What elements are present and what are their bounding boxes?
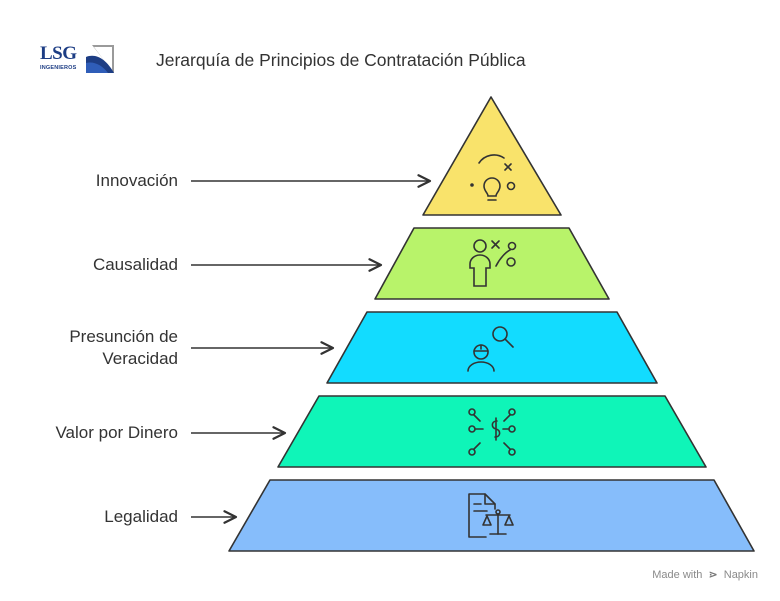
footer-credit: Made with ⋗ Napkin — [652, 568, 758, 581]
label-innovacion: Innovación — [95, 171, 178, 190]
footer-brand: Napkin — [723, 569, 758, 581]
inspector-search-icon — [467, 326, 514, 372]
logo-text: LSG — [40, 43, 77, 64]
footer-made-with: Made with — [652, 569, 703, 581]
logo-subtext: INGENIEROS — [40, 65, 77, 71]
label-valor: Valor por Dinero — [55, 423, 178, 442]
legal-document-scale-icon — [468, 493, 514, 538]
pyramid-level-valor — [277, 395, 707, 468]
pyramid-level-causalidad — [374, 227, 610, 300]
page-title: Jerarquía de Principios de Contratación … — [156, 50, 526, 70]
napkin-logo-icon: ⋗ — [708, 569, 718, 581]
label-presuncion: Presunción de Veracidad — [69, 326, 178, 370]
label-presuncion-line2: Veracidad — [102, 349, 178, 368]
logo-emblem-icon — [86, 45, 114, 73]
strategy-person-icon — [469, 239, 517, 287]
money-network-icon — [468, 408, 516, 456]
label-presuncion-line1: Presunción de — [69, 327, 178, 346]
lightbulb-icon — [470, 154, 516, 201]
pyramid-level-presuncion — [326, 311, 658, 384]
company-logo: LSG INGENIEROS — [40, 43, 120, 75]
pyramid-level-innovacion — [422, 96, 562, 216]
label-legalidad: Legalidad — [104, 507, 178, 526]
label-causalidad: Causalidad — [92, 255, 178, 274]
